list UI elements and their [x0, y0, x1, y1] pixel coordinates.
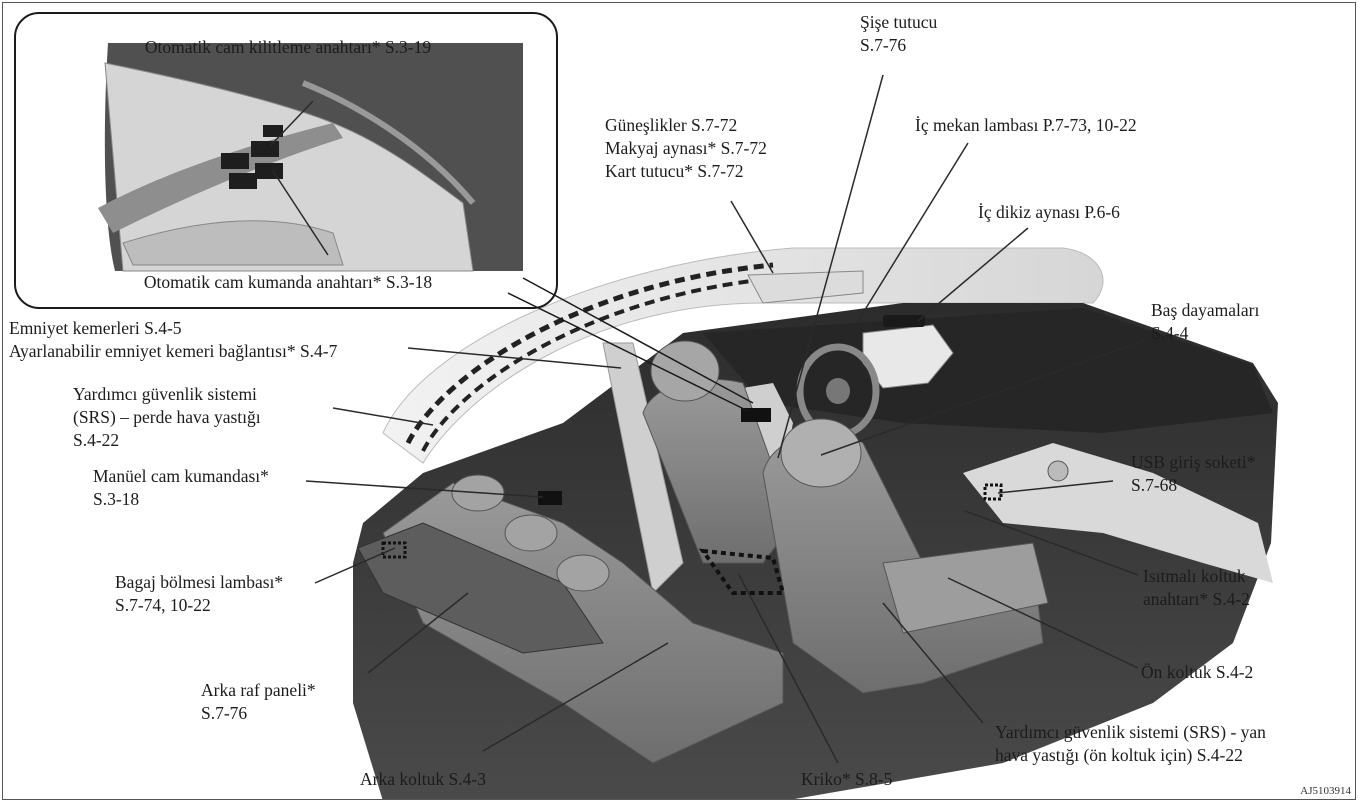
label-interior-lamp: İç mekan lambası P.7-73, 10-22	[915, 114, 1137, 137]
label-jack: Kriko* S.8-5	[801, 768, 892, 791]
label-usb-socket: USB giriş soketi*S.7-68	[1131, 451, 1255, 497]
label-front-seat: Ön koltuk S.4-2	[1141, 661, 1253, 684]
label-rear-shelf-panel: Arka raf paneli*S.7-76	[201, 679, 316, 725]
label-rear-view-mirror: İç dikiz aynası P.6-6	[978, 201, 1120, 224]
label-manual-window: Manüel cam kumandası*S.3-18	[93, 465, 269, 511]
label-auto-window-lock-switch: Otomatik cam kilitleme anahtarı* S.3-19	[63, 36, 513, 59]
label-auto-window-switch: Otomatik cam kumanda anahtarı* S.3-18	[63, 271, 513, 294]
label-rear-seat: Arka koltuk S.4-3	[360, 768, 486, 791]
label-luggage-lamp: Bagaj bölmesi lambası*S.7-74, 10-22	[115, 571, 283, 617]
label-srs-curtain-airbag: Yardımcı güvenlik sistemi(SRS) – perde h…	[73, 383, 261, 452]
figure-id: AJ5103914	[1300, 785, 1351, 797]
headrest-right	[781, 419, 861, 487]
